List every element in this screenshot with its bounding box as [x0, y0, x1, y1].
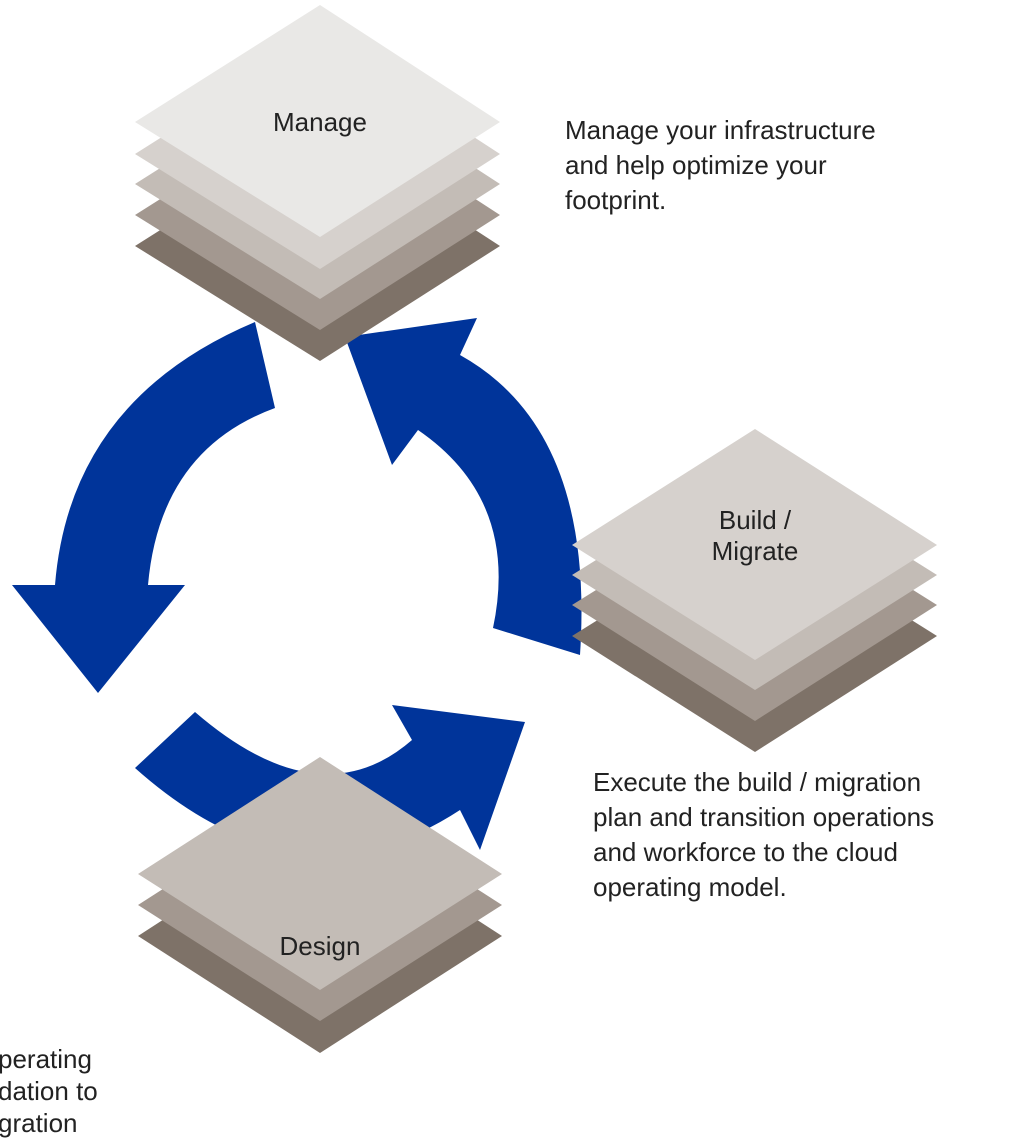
design-description-line: perating: [0, 1044, 92, 1074]
build-description-line: plan and transition operations: [593, 802, 935, 832]
build-description-line: and workforce to the cloud: [593, 837, 898, 867]
design-description-line: gration: [0, 1108, 78, 1138]
design-description: perating dation to gration: [0, 1043, 98, 1139]
build-label-line-2: Migrate: [711, 536, 799, 566]
manage-layer-stack: [135, 5, 500, 361]
build-layer-stack: [572, 429, 937, 752]
manage-description: Manage your infrastructure and help opti…: [565, 113, 876, 218]
arrow-left-down-icon: [12, 322, 275, 693]
design-label: Design: [279, 931, 361, 961]
build-description-line: operating model.: [593, 872, 787, 902]
manage-description-line: and help optimize your: [565, 150, 827, 180]
build-migrate-label: Build / Migrate: [680, 505, 830, 567]
build-label-line-1: Build /: [718, 505, 792, 535]
arrow-right-up-icon: [345, 318, 582, 655]
build-description-line: Execute the build / migration: [593, 767, 922, 797]
stack-layer: [572, 429, 937, 660]
manage-description-line: footprint.: [565, 185, 667, 215]
design-layer-stack: [138, 757, 502, 1053]
design-description-line: dation to: [0, 1076, 98, 1106]
stack-layer: [138, 757, 502, 990]
stack-layer: [135, 5, 500, 237]
build-description: Execute the build / migration plan and t…: [593, 765, 934, 905]
manage-description-line: Manage your infrastructure: [565, 115, 876, 145]
manage-label: Manage: [273, 107, 367, 137]
